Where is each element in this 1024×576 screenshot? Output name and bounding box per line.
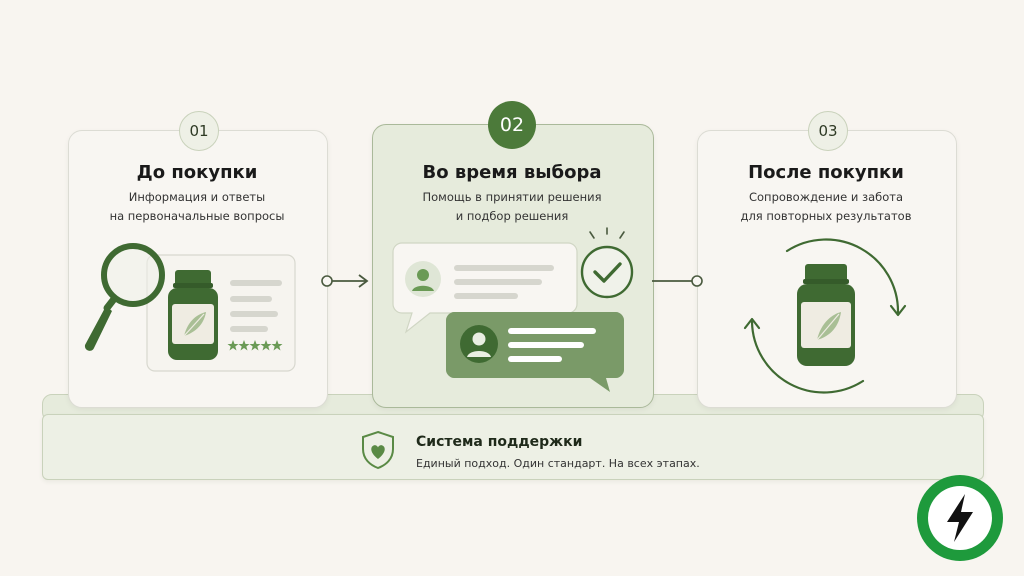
chat-bubble-icon <box>392 242 578 334</box>
user-avatar-icon <box>460 325 498 363</box>
step-title: До покупки <box>136 162 258 183</box>
checkmark-icon <box>580 227 634 299</box>
cycle-arrows-icon <box>743 238 907 394</box>
step-number-badge: 02 <box>488 101 536 149</box>
support-subtitle: Единый подход. Один стандарт. На всех эт… <box>416 457 700 470</box>
rating-stars-icon <box>227 340 283 351</box>
support-platform <box>42 414 984 480</box>
support-title: Система поддержки <box>416 434 583 450</box>
lightning-icon <box>917 475 1003 561</box>
step-title: Во время выбора <box>422 162 602 183</box>
bottle-icon <box>168 270 218 360</box>
bottle-icon <box>797 264 855 366</box>
step-subtitle-line: и подбор решения <box>455 209 569 223</box>
step-subtitle-line: на первоначальные вопросы <box>109 209 285 223</box>
step-subtitle-line: для повторных результатов <box>740 209 912 223</box>
shield-heart-icon <box>362 430 394 470</box>
step-subtitle-line: Сопровождение и забота <box>748 190 903 204</box>
step-title: После покупки <box>748 162 904 183</box>
step-subtitle-line: Информация и ответы <box>128 190 266 204</box>
step-subtitle: Помощь в принятии решения и подбор решен… <box>372 188 652 226</box>
step-subtitle-line: Помощь в принятии решения <box>422 190 602 204</box>
connector-arrow-icon <box>321 274 369 288</box>
connector-line-icon <box>652 275 703 287</box>
step-subtitle: Информация и ответы на первоначальные во… <box>68 188 326 226</box>
step-number-badge: 03 <box>808 111 848 151</box>
step-subtitle: Сопровождение и забота для повторных рез… <box>697 188 955 226</box>
magnifier-icon <box>84 243 165 351</box>
user-avatar-icon <box>405 261 441 297</box>
step-number-badge: 01 <box>179 111 219 151</box>
